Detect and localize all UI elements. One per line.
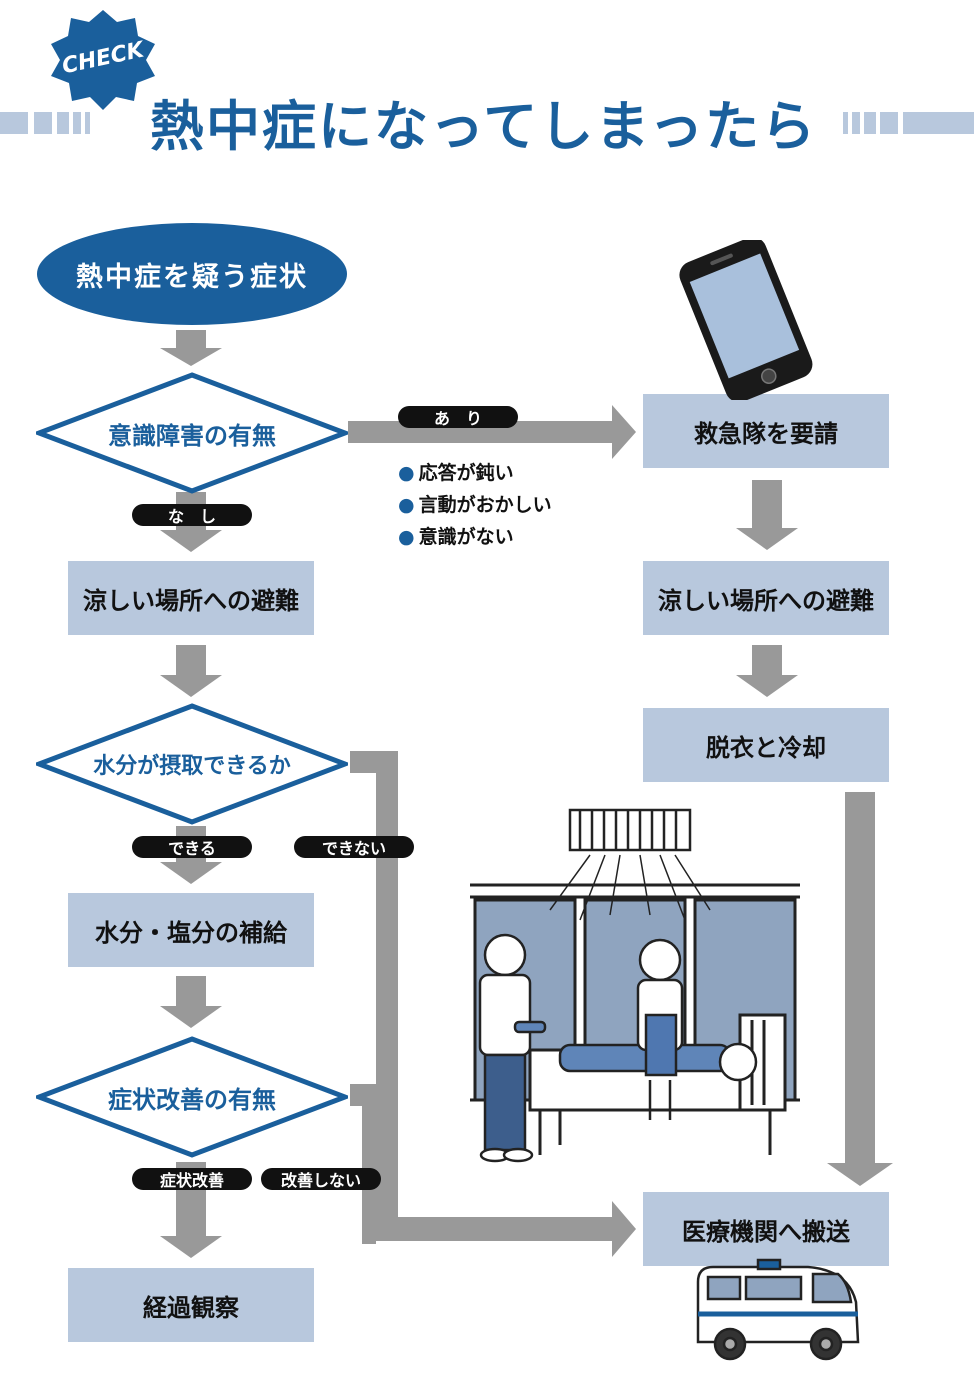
decision-2-label: 水分が摂取できるか: [93, 754, 291, 779]
right-step-evacuate: 涼しい場所への避難: [643, 561, 889, 635]
check-badge-shape: [51, 10, 155, 110]
left-step-evacuate: 涼しい場所への避難: [68, 561, 314, 635]
start-oval-shape: [37, 223, 347, 325]
pill-q1-yes: あ り: [398, 406, 518, 428]
symptom-item: ●応答が鈍い: [398, 462, 514, 484]
pill-q3-no: 改善しない: [261, 1168, 381, 1190]
decision-3-label: 症状改善の有無: [108, 1085, 276, 1114]
symptom-item: ●意識がない: [398, 526, 514, 548]
cooling-room-illustration: [470, 808, 800, 1163]
pill-q2-yes: できる: [132, 836, 252, 858]
page-title: 熱中症になってしまったら: [150, 95, 818, 158]
right-step-call-ambulance: 救急隊を要請: [643, 394, 889, 468]
header-decor: [0, 10, 974, 134]
right-step-hospital: 医療機関へ搬送: [643, 1192, 889, 1266]
symptom-item: ●言動がおかしい: [398, 494, 552, 516]
pill-q3-yes: 症状改善: [132, 1168, 252, 1190]
ambulance-icon: [696, 1258, 860, 1361]
decision-diamond-1: [36, 372, 348, 494]
decision-1-label: 意識障害の有無: [108, 421, 276, 450]
smartphone-icon: [679, 240, 813, 400]
decision-diamond-3: [36, 1036, 348, 1158]
decision-diamond-2: [36, 703, 348, 825]
right-step-cool-down: 脱衣と冷却: [643, 708, 889, 782]
left-step-observe: 経過観察: [68, 1268, 314, 1342]
pill-q1-no: な し: [132, 504, 252, 526]
start-oval-label: 熱中症を疑う症状: [76, 261, 308, 293]
pill-q2-no: できない: [294, 836, 414, 858]
left-step-hydrate: 水分・塩分の補給: [68, 893, 314, 967]
